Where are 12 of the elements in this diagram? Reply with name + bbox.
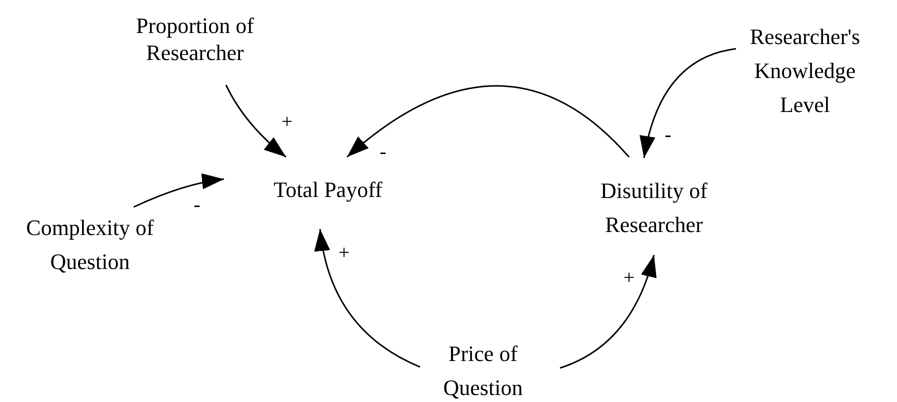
causal-arrow [560, 254, 656, 369]
causal-arrow [346, 85, 630, 158]
causal-arrow [640, 48, 736, 158]
variable-label: Disutility of Researcher [600, 177, 708, 239]
variable-label: Total Payoff [272, 176, 384, 204]
variable-label: Researcher's Knowledge Level [748, 23, 862, 119]
causal-arrow [225, 84, 286, 158]
variable-label: Complexity of Question [25, 214, 155, 276]
variable-label: Price of Question [442, 340, 524, 402]
causal-arrow [133, 174, 224, 208]
causal-arrow [315, 228, 420, 368]
variable-label: Proportion of Researcher [135, 12, 255, 66]
